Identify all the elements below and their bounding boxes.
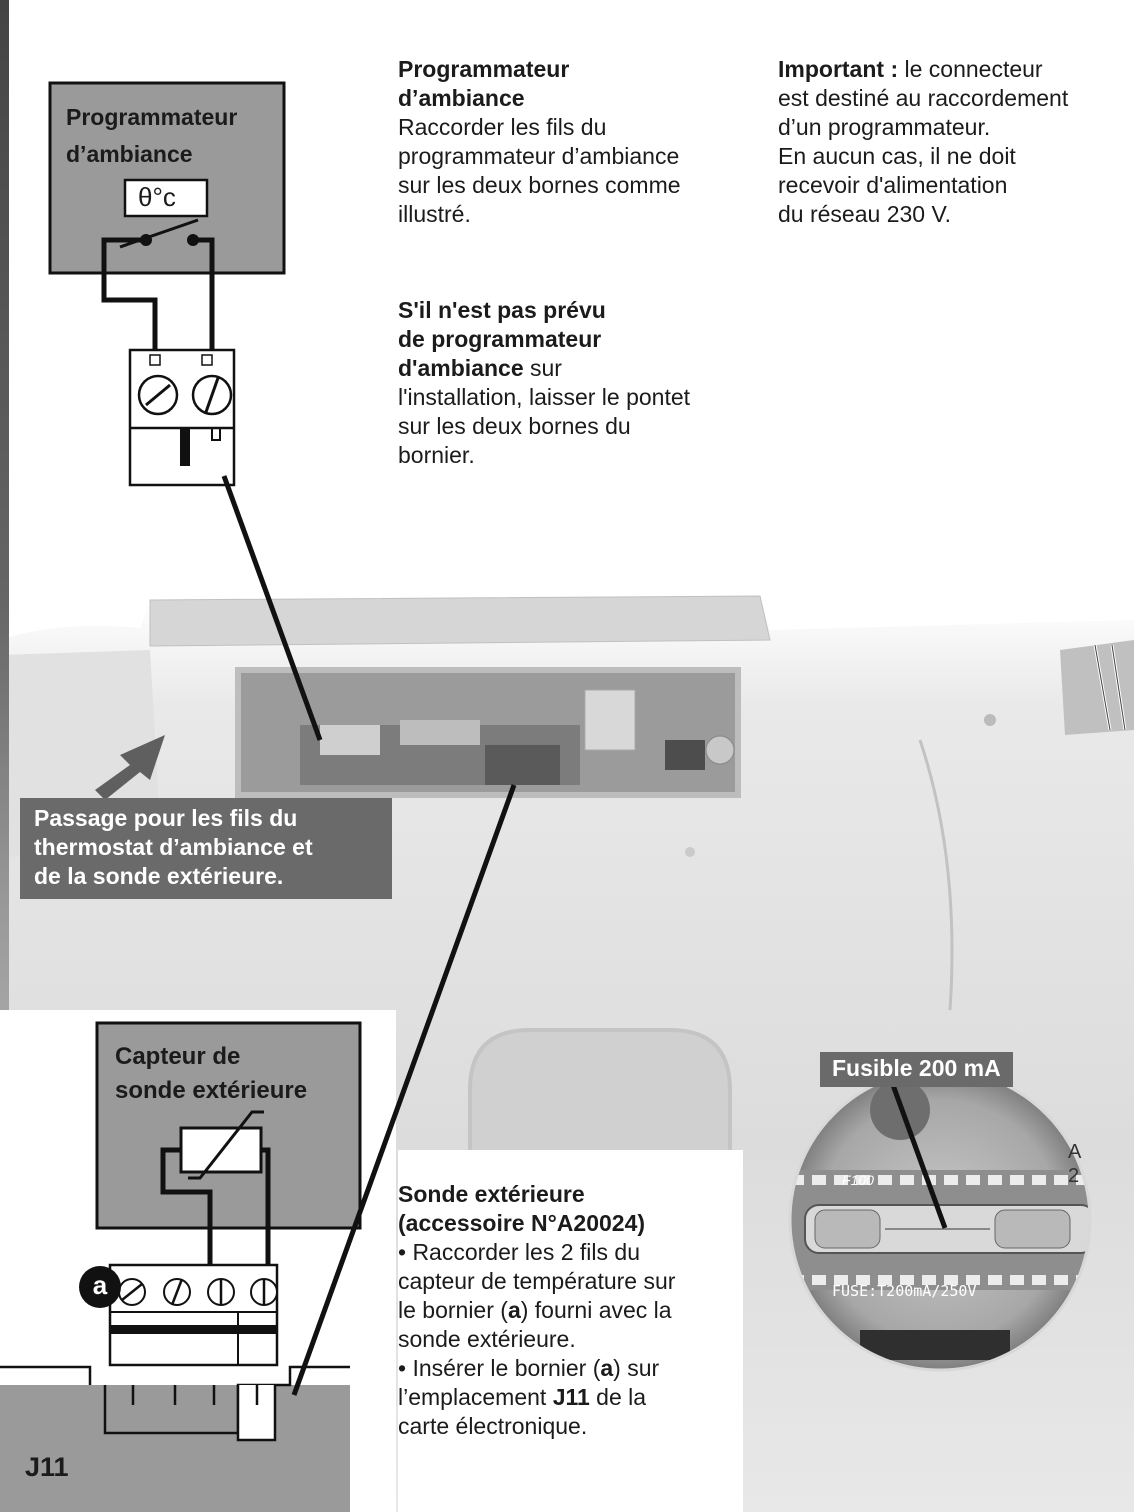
important-line1: le connecteur xyxy=(898,56,1043,82)
pontet-line: bornier. xyxy=(398,442,475,468)
fuse-closeup xyxy=(788,1068,1092,1372)
capteur-title: Capteur de sonde extérieure xyxy=(115,1040,307,1108)
programmateur-line: programmateur d’ambiance xyxy=(398,143,680,169)
important-label: Important : xyxy=(778,56,899,82)
fuse-side-letters: A 2 xyxy=(1068,1141,1081,1187)
capteur-box xyxy=(95,1021,362,1230)
sensor-wire-left xyxy=(160,1147,213,1265)
important-line: d’un programmateur. xyxy=(778,114,991,140)
leader-line-j11 xyxy=(291,784,517,1396)
sonde-line: capteur de température sur xyxy=(398,1268,676,1294)
bottom-text-panel xyxy=(398,1150,743,1512)
sonde-b2-pre: • Insérer le bornier ( xyxy=(398,1355,601,1381)
marker-a-label: a xyxy=(92,1270,108,1300)
thermostat-symbol-frame xyxy=(123,178,209,218)
capteur-title-2: sonde extérieure xyxy=(115,1077,308,1104)
capteur-title-1: Capteur de xyxy=(115,1043,241,1070)
sonde-b2-bold: a xyxy=(600,1355,614,1381)
sonde-line3-post: ) fourni avec la xyxy=(520,1297,672,1323)
sensor-wire-right xyxy=(261,1147,271,1265)
programmateur-section: Programmateur d’ambiance Raccorder les f… xyxy=(398,55,758,229)
sonde-title-1: Sonde extérieure xyxy=(398,1181,585,1207)
important-line: recevoir d'alimentation xyxy=(778,172,1008,198)
pontet-line: sur les deux bornes du xyxy=(398,413,631,439)
pontet-title-1: S'il n'est pas prévu xyxy=(398,297,606,323)
programmateur-box xyxy=(48,81,286,275)
terminal-hole-right xyxy=(201,354,213,366)
passage-label: Passage pour les fils du thermostat d’am… xyxy=(20,798,392,899)
thermostat-icon: θ°c xyxy=(138,182,176,212)
leader-line-top xyxy=(221,475,323,741)
important-line: du réseau 230 V. xyxy=(778,201,952,227)
passage-line: thermostat d’ambiance et xyxy=(34,834,313,860)
sonde-line3-bold: a xyxy=(507,1297,521,1323)
sonde-b2-post: ) sur xyxy=(613,1355,660,1381)
programmateur-line: illustré. xyxy=(398,201,471,227)
sonde-b2l2-pre: l’emplacement xyxy=(398,1384,553,1410)
pontet-line: l'installation, laisser le pontet xyxy=(398,384,691,410)
box-title-line1: Programmateur xyxy=(66,104,238,130)
important-line: En aucun cas, il ne doit xyxy=(778,143,1016,169)
wire-right xyxy=(193,237,215,350)
j11-connector-area xyxy=(0,1385,350,1512)
sonde-title-2: (accessoire N°A20024) xyxy=(398,1210,646,1236)
important-line: est destiné au raccordement xyxy=(778,85,1069,111)
j11-label: J11 xyxy=(25,1452,69,1482)
terminal-hole-left xyxy=(149,354,161,366)
wire-left xyxy=(101,237,158,350)
fuse-rating-print: FUSE:T200mA/250V xyxy=(832,1282,977,1300)
pontet-title-2: de programmateur xyxy=(398,326,602,352)
pontet-section: S'il n'est pas prévu de programmateur d'… xyxy=(398,296,758,470)
programmateur-line: Raccorder les fils du xyxy=(398,114,607,140)
pontet-title-3: d'ambiance xyxy=(398,355,524,381)
bridge-pontet xyxy=(180,428,190,466)
marker-a-badge xyxy=(79,1266,121,1308)
fuse-label: Fusible 200 mA xyxy=(820,1052,1013,1087)
fuse-board-label: F100 xyxy=(842,1172,874,1188)
programmateur-title-2: d’ambiance xyxy=(398,85,525,111)
passage-line: Passage pour les fils du xyxy=(34,805,298,831)
sonde-section: Sonde extérieure (accessoire N°A20024) •… xyxy=(398,1180,743,1441)
programmateur-title-1: Programmateur xyxy=(398,56,570,82)
box-title-line2: d’ambiance xyxy=(66,141,193,167)
sonde-line: • Raccorder les 2 fils du xyxy=(398,1239,640,1265)
sonde-line3-pre: le bornier ( xyxy=(398,1297,508,1323)
sonde-b2l2-bold: J11 xyxy=(552,1384,590,1410)
programmateur-line: sur les deux bornes comme xyxy=(398,172,681,198)
sonde-line: sonde extérieure. xyxy=(398,1326,576,1352)
sonde-b2l2-post: de la xyxy=(589,1384,647,1410)
important-section: Important : le connecteur est destiné au… xyxy=(778,55,1132,229)
passage-arrow-icon xyxy=(95,735,165,800)
fuse-leader-line xyxy=(890,1084,948,1229)
page-edge-bar xyxy=(0,0,9,1512)
terminal-block-top xyxy=(128,348,236,487)
sonde-line: carte électronique. xyxy=(398,1413,588,1439)
passage-line: de la sonde extérieure. xyxy=(34,863,284,889)
pontet-title-suffix: sur xyxy=(523,355,562,381)
